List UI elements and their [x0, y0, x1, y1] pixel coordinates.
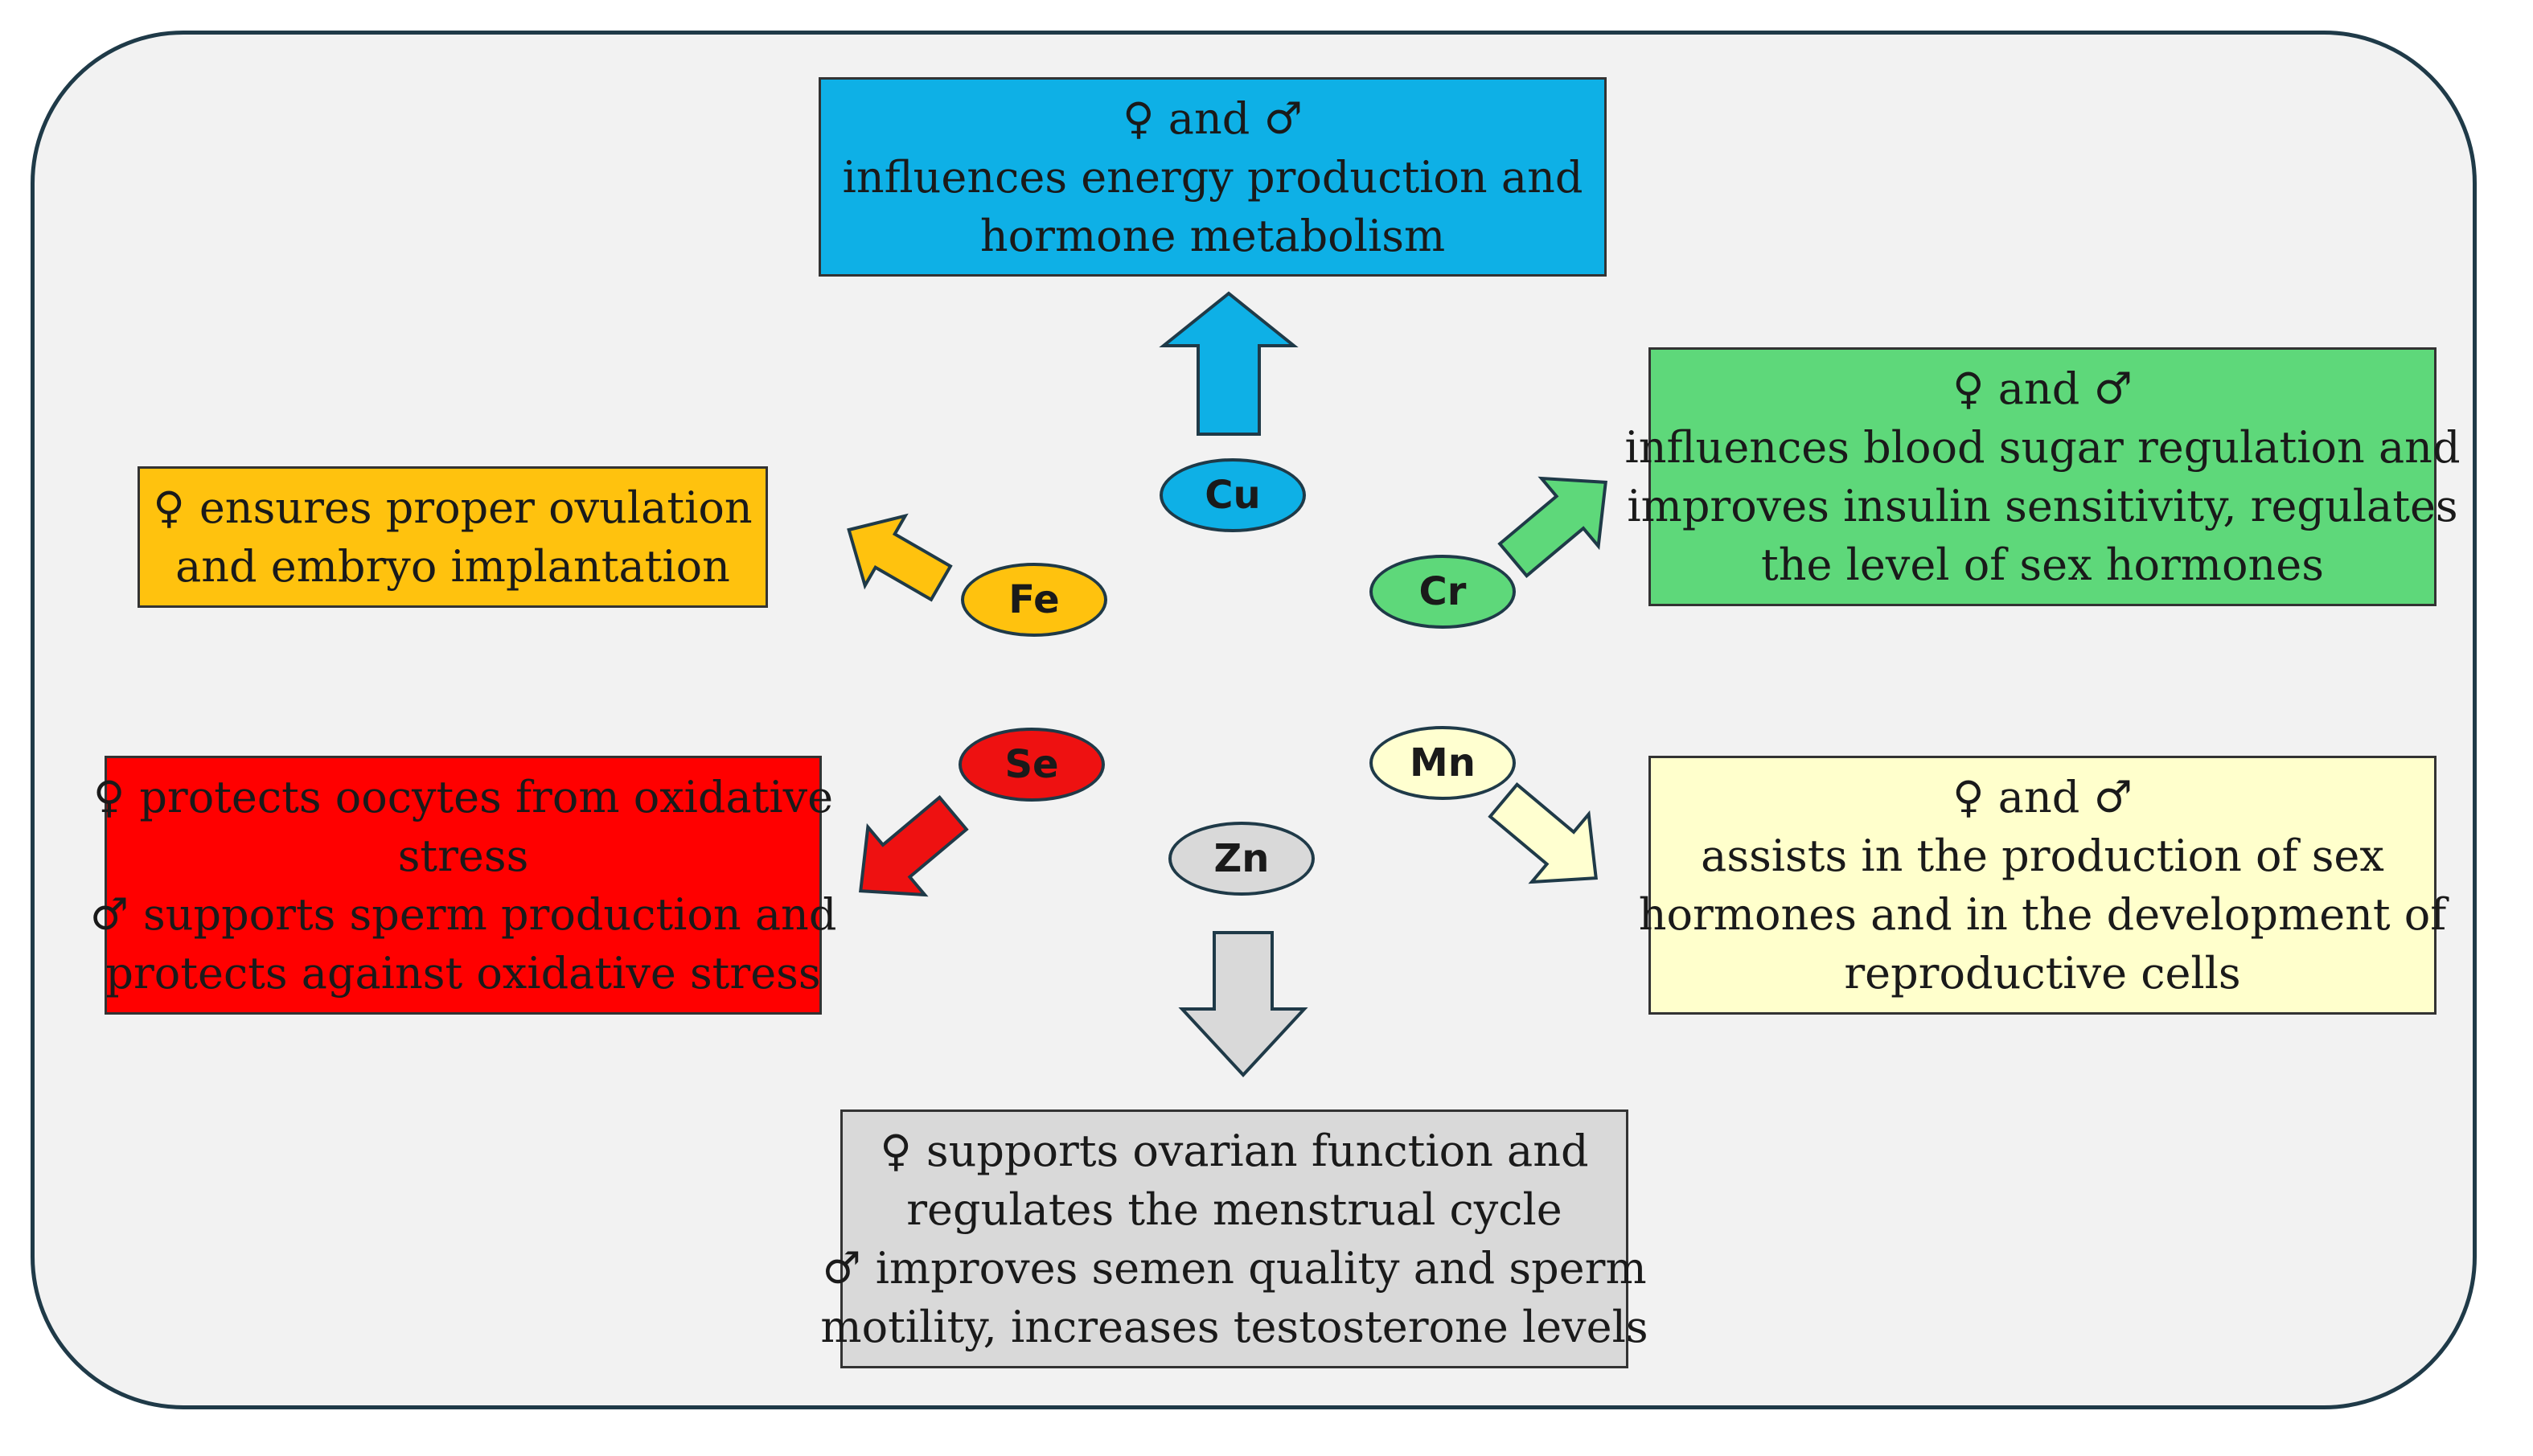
- se-effect-box: ♀protects oocytes from oxidative stress …: [90, 756, 836, 1015]
- male-symbol: ♂: [89, 889, 129, 940]
- fe-arrow: [847, 513, 953, 602]
- fe-effect-box: ♀ ensures proper ovulation and embryo imp…: [138, 466, 768, 608]
- zn-female-line-1: supports ovarian function and: [926, 1126, 1589, 1176]
- cu-text-line-1: influences energy production and: [842, 151, 1583, 203]
- female-symbol: ♀: [92, 772, 125, 822]
- cu-sex-label: ♀ and ♂: [1123, 92, 1303, 144]
- cu-text-line-2: hormone metabolism: [979, 210, 1446, 261]
- zn-male-line-2: motility, increases testosterone levels: [820, 1302, 1648, 1352]
- se-male-line-1: supports sperm production and: [143, 889, 837, 940]
- zn-arrow: [1178, 931, 1308, 1077]
- se-female-line-2: stress: [397, 831, 529, 881]
- fe-text-line-1: ensures proper ovulation: [199, 482, 753, 533]
- mn-text-line-3: reproductive cells: [1844, 948, 2241, 999]
- element-cu: Cu: [1160, 458, 1306, 532]
- cr-sex-label: ♀ and ♂: [1952, 363, 2133, 414]
- element-se: Se: [959, 728, 1105, 802]
- se-male-line-2: protects against oxidative stress: [105, 948, 821, 999]
- zn-female-line-2: regulates the menstrual cycle: [906, 1184, 1562, 1235]
- mn-sex-label: ♀ and ♂: [1952, 772, 2133, 822]
- cr-arrow: [1497, 476, 1607, 579]
- mn-text-line-1: assists in the production of sex: [1701, 831, 2384, 881]
- element-fe: Fe: [961, 563, 1107, 637]
- mn-effect-box: ♀ and ♂ assists in the production of sex…: [1639, 756, 2446, 1015]
- se-female-line-1: protects oocytes from oxidative: [139, 772, 834, 822]
- element-mn: Mn: [1369, 726, 1516, 800]
- zn-male-line-1: improves semen quality and sperm: [875, 1243, 1647, 1294]
- fe-text-line-2: and embryo implantation: [175, 541, 730, 592]
- female-symbol: ♀: [153, 482, 185, 533]
- mn-text-line-2: hormones and in the development of: [1638, 889, 2447, 940]
- se-arrow: [859, 794, 969, 897]
- cr-text-line-1: influences blood sugar regulation and: [1624, 422, 2461, 473]
- cr-text-line-3: the level of sex hormones: [1761, 539, 2324, 590]
- female-symbol: ♀: [880, 1126, 912, 1176]
- cr-text-line-2: improves insulin sensitivity, regulates: [1627, 481, 2458, 531]
- zn-effect-box: ♀ supports ovarian function and regulates…: [820, 1109, 1648, 1368]
- cu-arrow: [1159, 291, 1299, 436]
- cu-effect-box: ♀ and ♂ influences energy production and…: [819, 77, 1607, 277]
- male-symbol: ♂: [822, 1243, 861, 1294]
- element-zn: Zn: [1168, 822, 1315, 896]
- element-cr: Cr: [1369, 555, 1516, 629]
- mn-arrow: [1488, 781, 1598, 884]
- cr-effect-box: ♀ and ♂ influences blood sugar regulatio…: [1624, 347, 2461, 606]
